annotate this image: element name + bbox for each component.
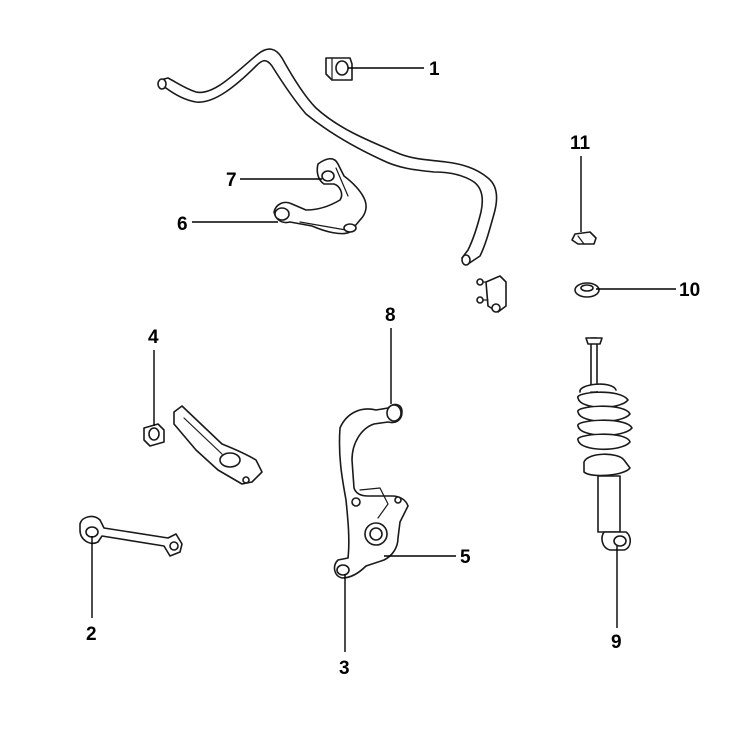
callout-7: 7 (226, 170, 237, 191)
callout-11: 11 (570, 133, 591, 154)
callout-6: 6 (177, 214, 188, 235)
callout-5: 5 (460, 547, 471, 568)
stabilizer-link (476, 275, 507, 313)
callout-9: 9 (611, 632, 622, 653)
callout-8: 8 (385, 305, 396, 326)
callout-10: 10 (679, 280, 700, 301)
stabilizer-bar (157, 48, 498, 266)
callout-1: 1 (429, 59, 440, 80)
strut-mount-cap (574, 282, 600, 298)
callout-labels: 1 2 3 4 5 6 7 8 9 10 11 (86, 59, 700, 679)
callout-2: 2 (86, 624, 97, 645)
callout-4: 4 (148, 327, 159, 348)
callout-3: 3 (339, 658, 350, 679)
stabilizer-bushing (325, 57, 353, 81)
leader-lines (91, 67, 676, 652)
lower-control-arm (143, 405, 263, 485)
steering-knuckle (333, 403, 409, 579)
lateral-link (79, 515, 183, 557)
strut-nut (571, 231, 597, 245)
upper-control-arm (273, 157, 367, 235)
shock-absorber (577, 337, 633, 551)
